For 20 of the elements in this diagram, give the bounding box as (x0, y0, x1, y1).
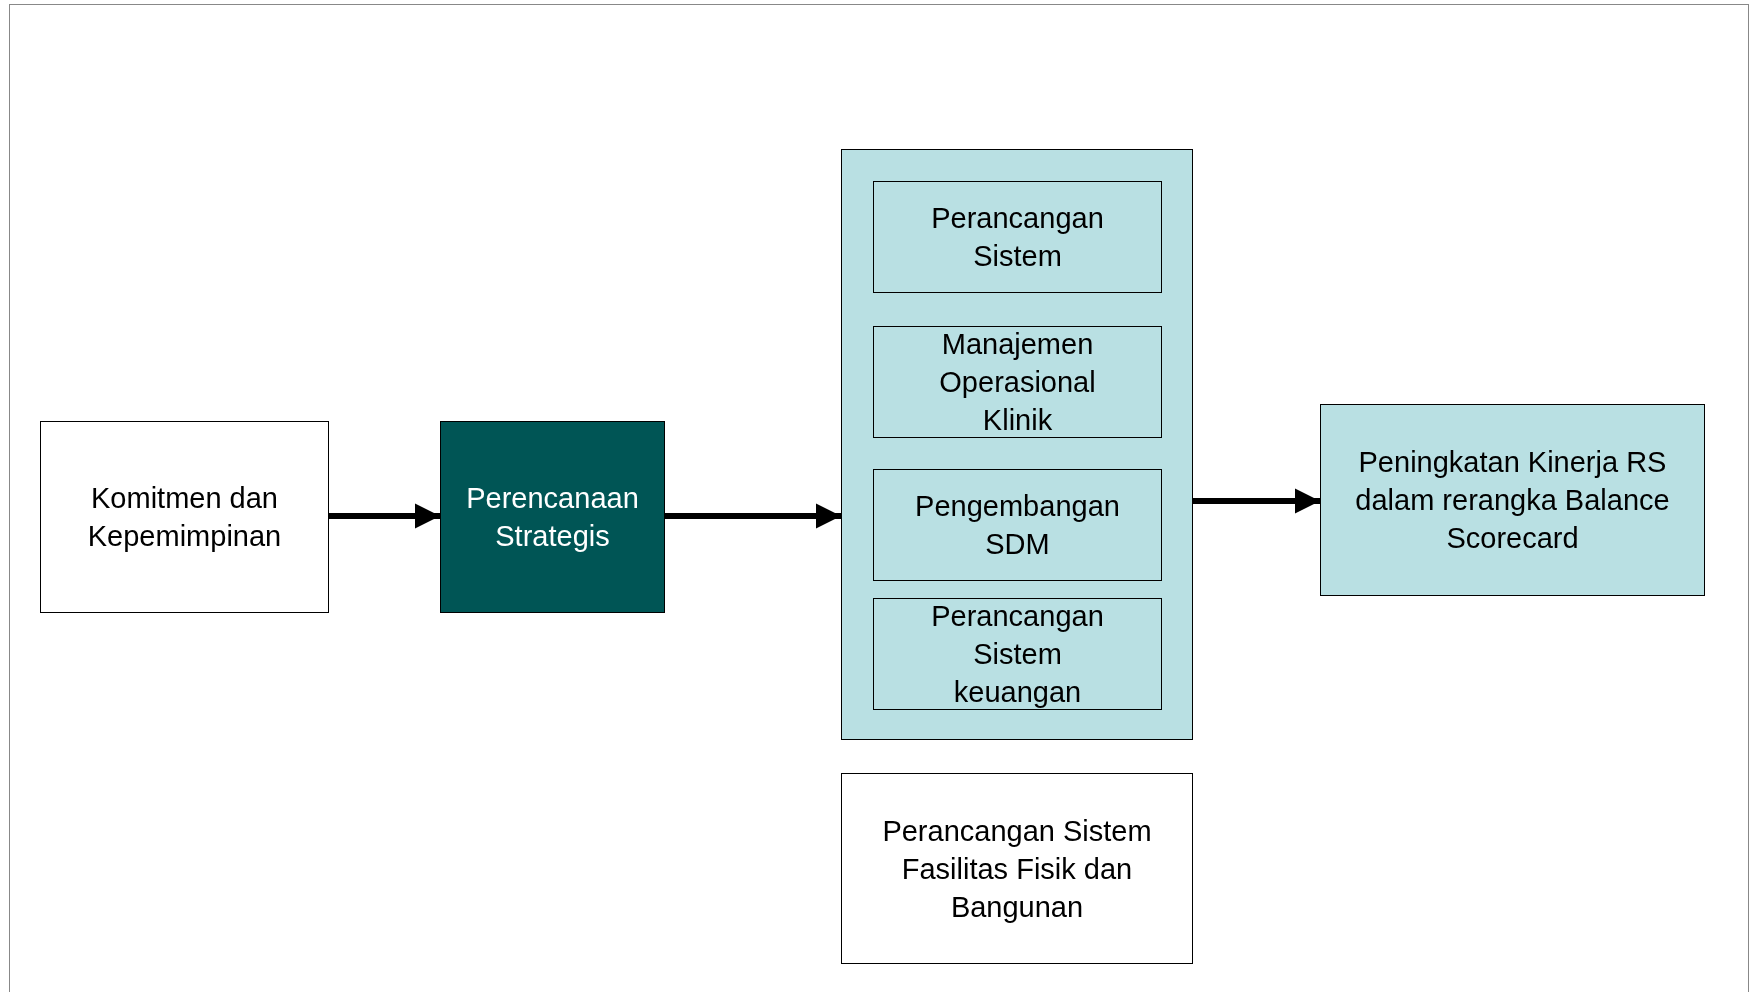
process-box (440, 421, 665, 613)
arrow (665, 503, 841, 529)
box-label: Perancangan Sistem Fasilitas Fisik dan Bangunan (881, 813, 1153, 925)
box-label: Perancangan Sistem keuangan (930, 599, 1105, 710)
box-label: Perencanaan Strategis (465, 481, 640, 554)
arrow (329, 503, 440, 529)
box-label: Komitmen dan Kepemimpinan (86, 481, 283, 554)
process-box (873, 181, 1162, 293)
process-box (873, 598, 1162, 710)
arrow (1193, 488, 1320, 514)
process-box (873, 326, 1162, 438)
process-box (841, 773, 1193, 964)
outcome-box (1320, 404, 1705, 596)
box-label: Perancangan Sistem (930, 201, 1105, 274)
box-label: Pengembangan SDM (914, 489, 1121, 562)
process-box (873, 469, 1162, 581)
box-label: Manajemen Operasional Klinik (938, 327, 1097, 438)
box-label: Peningkatan Kinerja RS dalam rerangka Balance Scorecard (1354, 445, 1671, 556)
group-panel (841, 149, 1193, 740)
process-box (40, 421, 329, 613)
